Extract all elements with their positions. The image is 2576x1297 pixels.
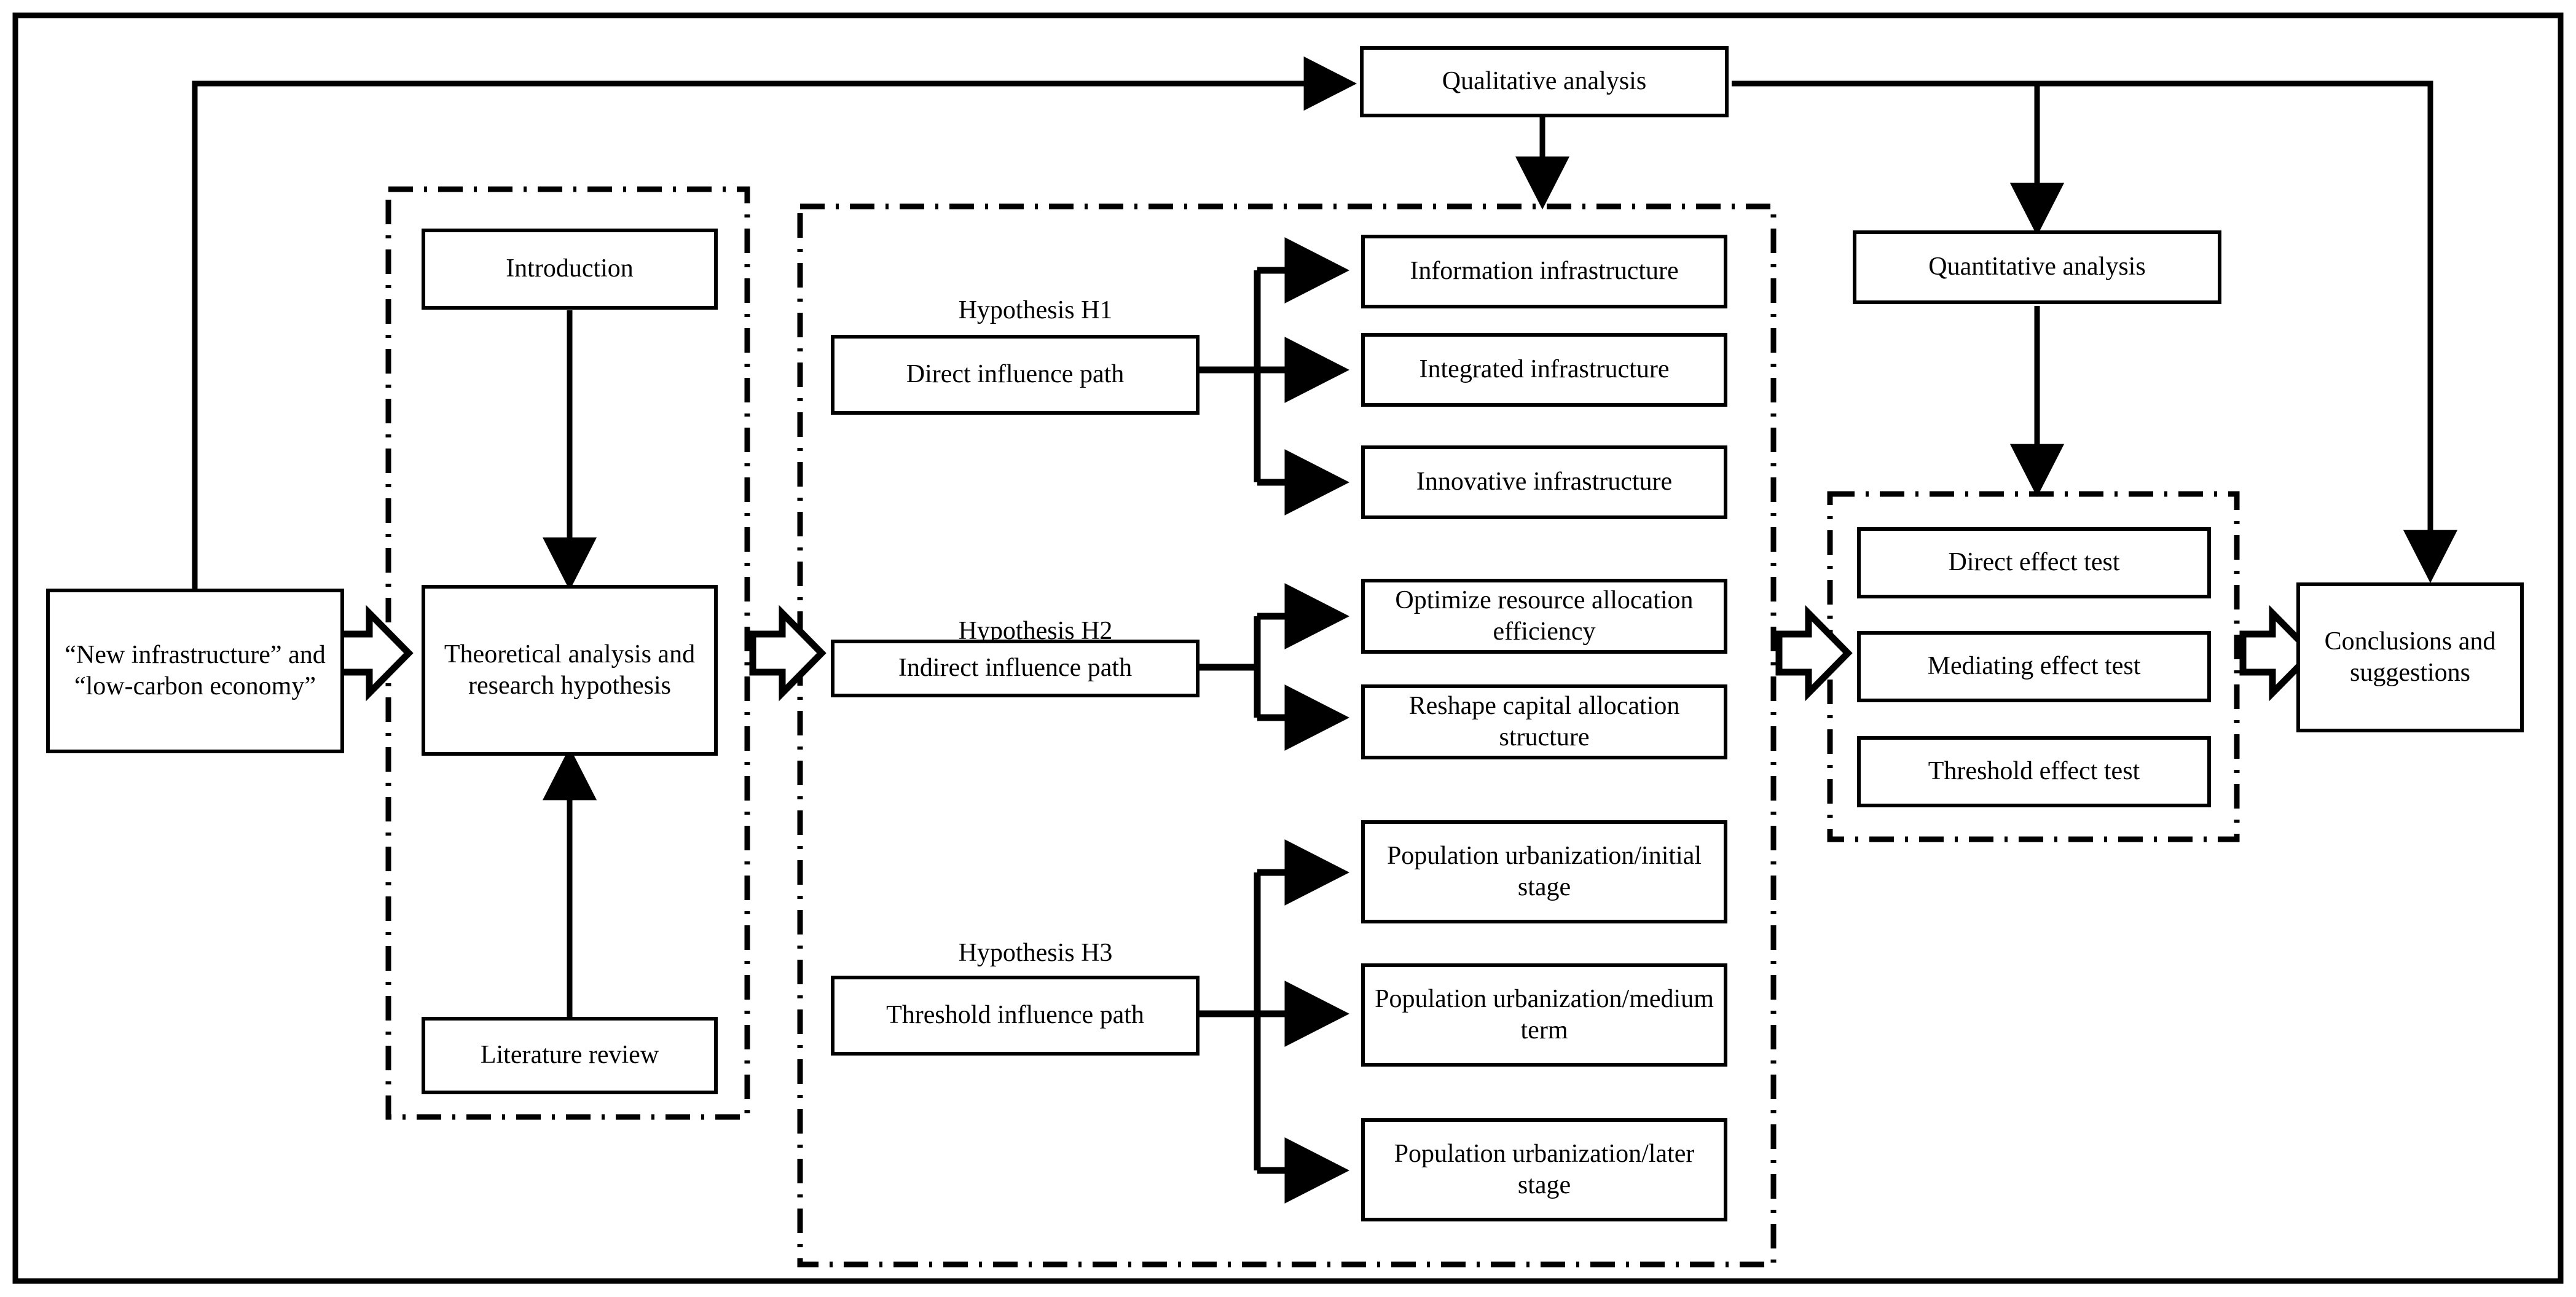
edge-qualitative-to-conclusions bbox=[1732, 80, 2458, 583]
block-arrow-stage-2 bbox=[749, 605, 827, 702]
node-direct-effect-test-label: Direct effect test bbox=[1948, 548, 2120, 577]
node-innovative-infrastructure[interactable]: Innovative infrastructure bbox=[1361, 445, 1727, 519]
node-qualitative-analysis-label: Qualitative analysis bbox=[1442, 67, 1647, 96]
node-literature-review[interactable]: Literature review bbox=[422, 1017, 718, 1094]
node-optimize-resource-label: Optimize resource allocation efficiency bbox=[1395, 586, 1694, 646]
node-direct-effect-test[interactable]: Direct effect test bbox=[1857, 527, 2211, 598]
node-threshold-effect-test-label: Threshold effect test bbox=[1928, 757, 2140, 786]
node-reshape-capital-label: Reshape capital allocation structure bbox=[1408, 691, 1680, 751]
node-h2-label: Indirect influence path bbox=[898, 654, 1133, 683]
node-introduction-label: Introduction bbox=[506, 254, 634, 283]
node-theoretical-analysis-label: Theoretical analysis and research hypoth… bbox=[444, 640, 696, 700]
edge-new-infra-to-qualitative bbox=[192, 56, 1357, 590]
node-population-urbanization-medium[interactable]: Population urbanization/medium term bbox=[1361, 963, 1727, 1067]
label-hypothesis-h3-text: Hypothesis H3 bbox=[958, 939, 1113, 967]
node-new-infrastructure[interactable]: “New infrastructure” and “low-carbon eco… bbox=[46, 589, 344, 753]
label-hypothesis-h1-text: Hypothesis H1 bbox=[958, 296, 1113, 324]
block-arrow-stage-1 bbox=[336, 605, 414, 702]
outer-frame bbox=[12, 12, 2564, 1284]
block-arrow-stage-3 bbox=[1775, 605, 1853, 702]
node-conclusions-label: Conclusions and suggestions bbox=[2324, 627, 2496, 687]
label-hypothesis-h3: Hypothesis H3 bbox=[906, 938, 1164, 968]
label-hypothesis-h1: Hypothesis H1 bbox=[906, 296, 1164, 325]
node-urbanization-medium-label: Population urbanization/medium term bbox=[1375, 984, 1714, 1044]
node-urbanization-initial-label: Population urbanization/initial stage bbox=[1386, 841, 1702, 901]
node-threshold-effect-test[interactable]: Threshold effect test bbox=[1857, 736, 2211, 807]
node-h1-direct-influence-path[interactable]: Direct influence path bbox=[831, 335, 1200, 415]
node-integrated-infrastructure[interactable]: Integrated infrastructure bbox=[1361, 333, 1727, 407]
node-h2-indirect-influence-path[interactable]: Indirect influence path bbox=[831, 640, 1200, 697]
node-introduction[interactable]: Introduction bbox=[422, 229, 718, 310]
hypothesis-group-container bbox=[797, 203, 1777, 1268]
block-arrow-stage-4 bbox=[2239, 605, 2317, 702]
node-urbanization-later-label: Population urbanization/later stage bbox=[1394, 1139, 1695, 1199]
node-integrated-infrastructure-label: Integrated infrastructure bbox=[1419, 355, 1670, 384]
node-population-urbanization-later[interactable]: Population urbanization/later stage bbox=[1361, 1118, 1727, 1221]
node-mediating-effect-test[interactable]: Mediating effect test bbox=[1857, 631, 2211, 702]
node-information-infrastructure-label: Information infrastructure bbox=[1410, 257, 1679, 286]
node-h1-label: Direct influence path bbox=[906, 360, 1125, 389]
node-innovative-infrastructure-label: Innovative infrastructure bbox=[1416, 468, 1673, 496]
node-theoretical-analysis[interactable]: Theoretical analysis and research hypoth… bbox=[422, 585, 718, 756]
node-mediating-effect-test-label: Mediating effect test bbox=[1927, 652, 2141, 681]
node-population-urbanization-initial[interactable]: Population urbanization/initial stage bbox=[1361, 820, 1727, 923]
node-reshape-capital-allocation[interactable]: Reshape capital allocation structure bbox=[1361, 684, 1727, 759]
node-optimize-resource-allocation[interactable]: Optimize resource allocation efficiency bbox=[1361, 579, 1727, 654]
node-conclusions-and-suggestions[interactable]: Conclusions and suggestions bbox=[2296, 582, 2524, 732]
node-quantitative-analysis[interactable]: Quantitative analysis bbox=[1853, 230, 2221, 304]
node-new-infrastructure-label: “New infrastructure” and “low-carbon eco… bbox=[65, 640, 326, 700]
node-quantitative-analysis-label: Quantitative analysis bbox=[1928, 253, 2146, 281]
node-h3-threshold-influence-path[interactable]: Threshold influence path bbox=[831, 976, 1200, 1056]
node-information-infrastructure[interactable]: Information infrastructure bbox=[1361, 235, 1727, 308]
node-qualitative-analysis[interactable]: Qualitative analysis bbox=[1360, 46, 1729, 117]
node-h3-label: Threshold influence path bbox=[886, 1001, 1144, 1030]
node-literature-review-label: Literature review bbox=[480, 1041, 659, 1070]
